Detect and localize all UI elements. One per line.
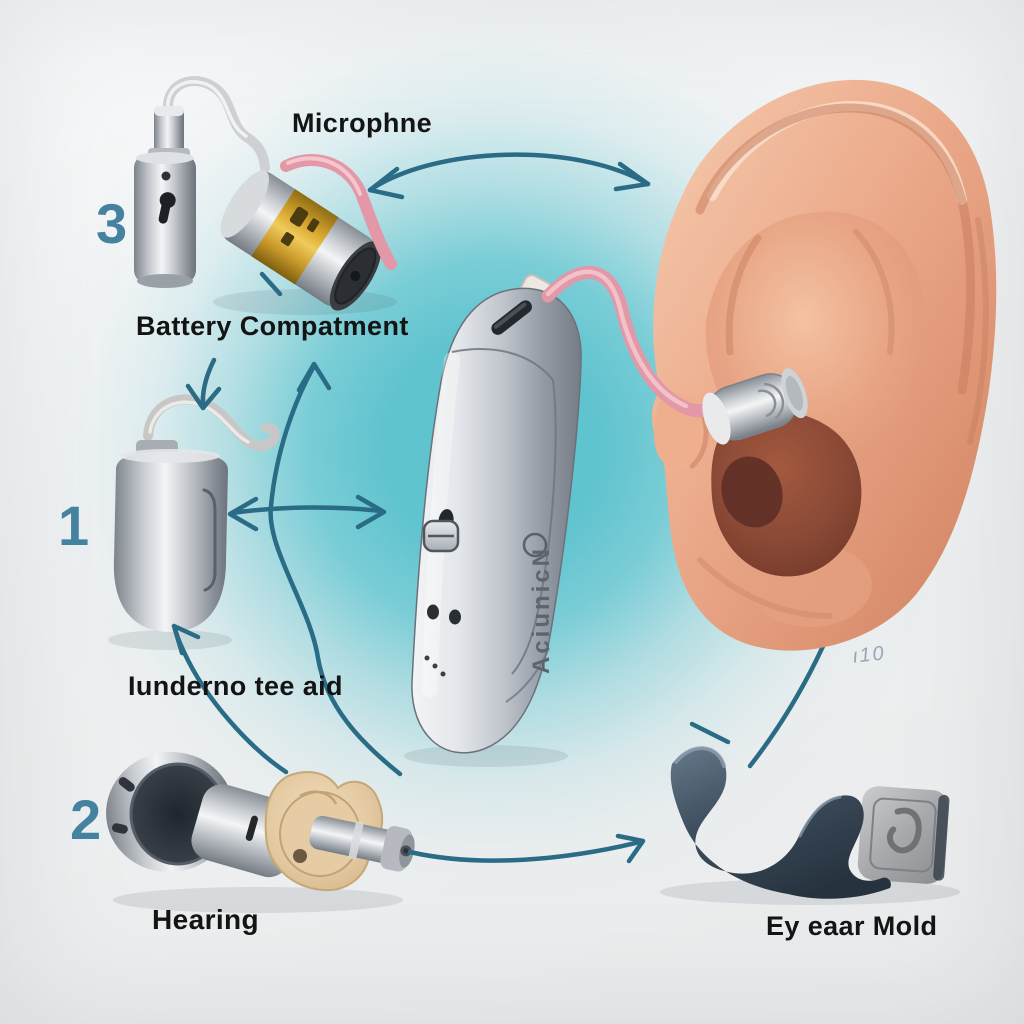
arrows [171, 152, 651, 864]
arrow-hearing-to-mold [407, 833, 646, 864]
receiver-component [113, 394, 280, 632]
pink-tube-battery-highlight [286, 156, 362, 196]
device-pin-3 [440, 671, 446, 677]
label-microphone: Microphne [292, 108, 433, 138]
outer-rim-shadow [967, 217, 989, 445]
cup-slot-2 [111, 823, 128, 834]
device-seam-lower [505, 647, 550, 703]
device-pin-1 [424, 655, 430, 661]
arrow-horizontal-double [227, 494, 387, 532]
helix-ridge [695, 103, 976, 395]
step-number-3: 3 [96, 192, 128, 255]
speaker-assembly [106, 751, 415, 892]
ear-relief-swirl [886, 807, 922, 854]
device-seam-long [511, 379, 557, 675]
mold-highlight-1 [674, 746, 726, 768]
keyhole-mark [158, 192, 176, 224]
earpiece-sound-arcs [757, 382, 785, 420]
arrow-up-to-battery [268, 361, 403, 777]
nozzle-top [154, 106, 184, 116]
battery-compartment-component [134, 76, 397, 311]
antihelix-shadow-1 [725, 234, 762, 356]
ear-canal [721, 456, 783, 528]
label-ear-mold: Ey eaar Mold [766, 911, 938, 941]
sound-tube [541, 265, 723, 418]
device-dot-1 [427, 604, 439, 620]
device-brand-text: AciunicN [528, 546, 555, 674]
cylinder-dot [161, 171, 171, 181]
capsule-body [113, 452, 228, 632]
lobe-crease [697, 557, 833, 619]
stray-dash [259, 271, 283, 297]
device-seam-upper [451, 348, 554, 381]
arrow-to-receiver [171, 623, 289, 775]
step-number-2: 2 [70, 788, 102, 851]
earpiece [702, 368, 808, 445]
device-body [411, 287, 582, 754]
label-hearing: Hearing [152, 904, 260, 935]
small-annotation: ι10 [851, 642, 887, 668]
concha-dark [711, 411, 862, 577]
nozzle [154, 106, 184, 154]
step-number-1: 1 [58, 494, 90, 557]
gray-tube-highlight [166, 80, 248, 138]
mold-plate [857, 786, 950, 884]
ear-illustration [651, 79, 997, 651]
device-pin-2 [432, 663, 438, 669]
gold-band [251, 189, 339, 285]
disc-notch [299, 790, 338, 805]
program-button [522, 532, 548, 558]
output-nozzle [309, 815, 415, 872]
mold-highlight-2 [798, 795, 842, 838]
cylinder-bottom [137, 274, 193, 288]
microphone-slot [491, 300, 532, 335]
label-receiver: Iunderno tee aid [128, 671, 343, 701]
capsule-slit [202, 488, 217, 592]
arrow-battery-down [185, 357, 222, 411]
mold-wave-body [670, 747, 891, 899]
ear-mold [670, 746, 950, 899]
antihelix-shadow-2 [853, 229, 895, 355]
device-dot-2 [449, 609, 461, 625]
disc-hole [293, 849, 307, 863]
label-battery-compartment: Battery Compatment [136, 311, 409, 341]
capsule-top-sheen [120, 449, 220, 463]
arrow-top-double-arc [367, 152, 651, 200]
microphone-battery-component [220, 170, 381, 311]
cylinder-top [136, 152, 194, 164]
cup-slot-1 [118, 777, 135, 792]
hearing-aid-device: AciunicN [411, 274, 582, 754]
